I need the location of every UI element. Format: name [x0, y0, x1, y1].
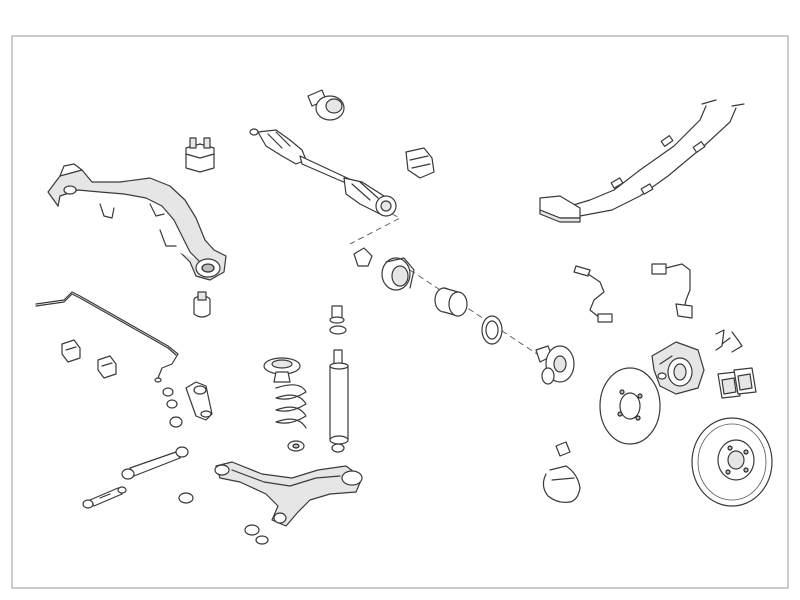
wheel-hub — [353, 247, 415, 291]
drive-shaft — [249, 128, 397, 217]
stabilizer-link — [185, 381, 213, 421]
coil-spring — [275, 384, 307, 452]
pad-clips — [715, 329, 743, 353]
axis-line — [409, 269, 541, 357]
diagram-frame — [11, 35, 789, 589]
brake-disc-shield — [599, 367, 661, 445]
handbrake-cables — [539, 99, 745, 223]
spring-seat — [263, 357, 301, 383]
shock-absorber — [329, 349, 349, 453]
subframe-mount-bushing — [185, 137, 215, 173]
bump-stop — [329, 305, 347, 335]
anti-roll-bar-bushings — [61, 339, 117, 379]
cv-joint-nut — [307, 89, 345, 121]
rear-axle-carrier — [47, 163, 227, 281]
wheel-bearing — [434, 287, 468, 317]
anti-roll-bar — [35, 291, 179, 383]
brake-caliper — [651, 341, 705, 395]
brake-disc — [691, 417, 773, 507]
small-fasteners — [162, 387, 183, 428]
tie-rod — [121, 446, 189, 480]
toe-link — [82, 486, 127, 509]
brake-pads — [717, 367, 757, 399]
brake-hose — [573, 265, 613, 323]
abs-ring — [481, 315, 503, 345]
cv-boot — [405, 147, 435, 179]
lower-control-arm — [214, 461, 363, 527]
rubber-bushing — [193, 291, 211, 318]
alignment-line — [349, 213, 401, 245]
abs-sensor — [651, 263, 693, 319]
rubber-bushing-lower — [178, 492, 269, 545]
parking-brake-shoes — [542, 441, 581, 503]
hub-flange — [535, 345, 575, 385]
